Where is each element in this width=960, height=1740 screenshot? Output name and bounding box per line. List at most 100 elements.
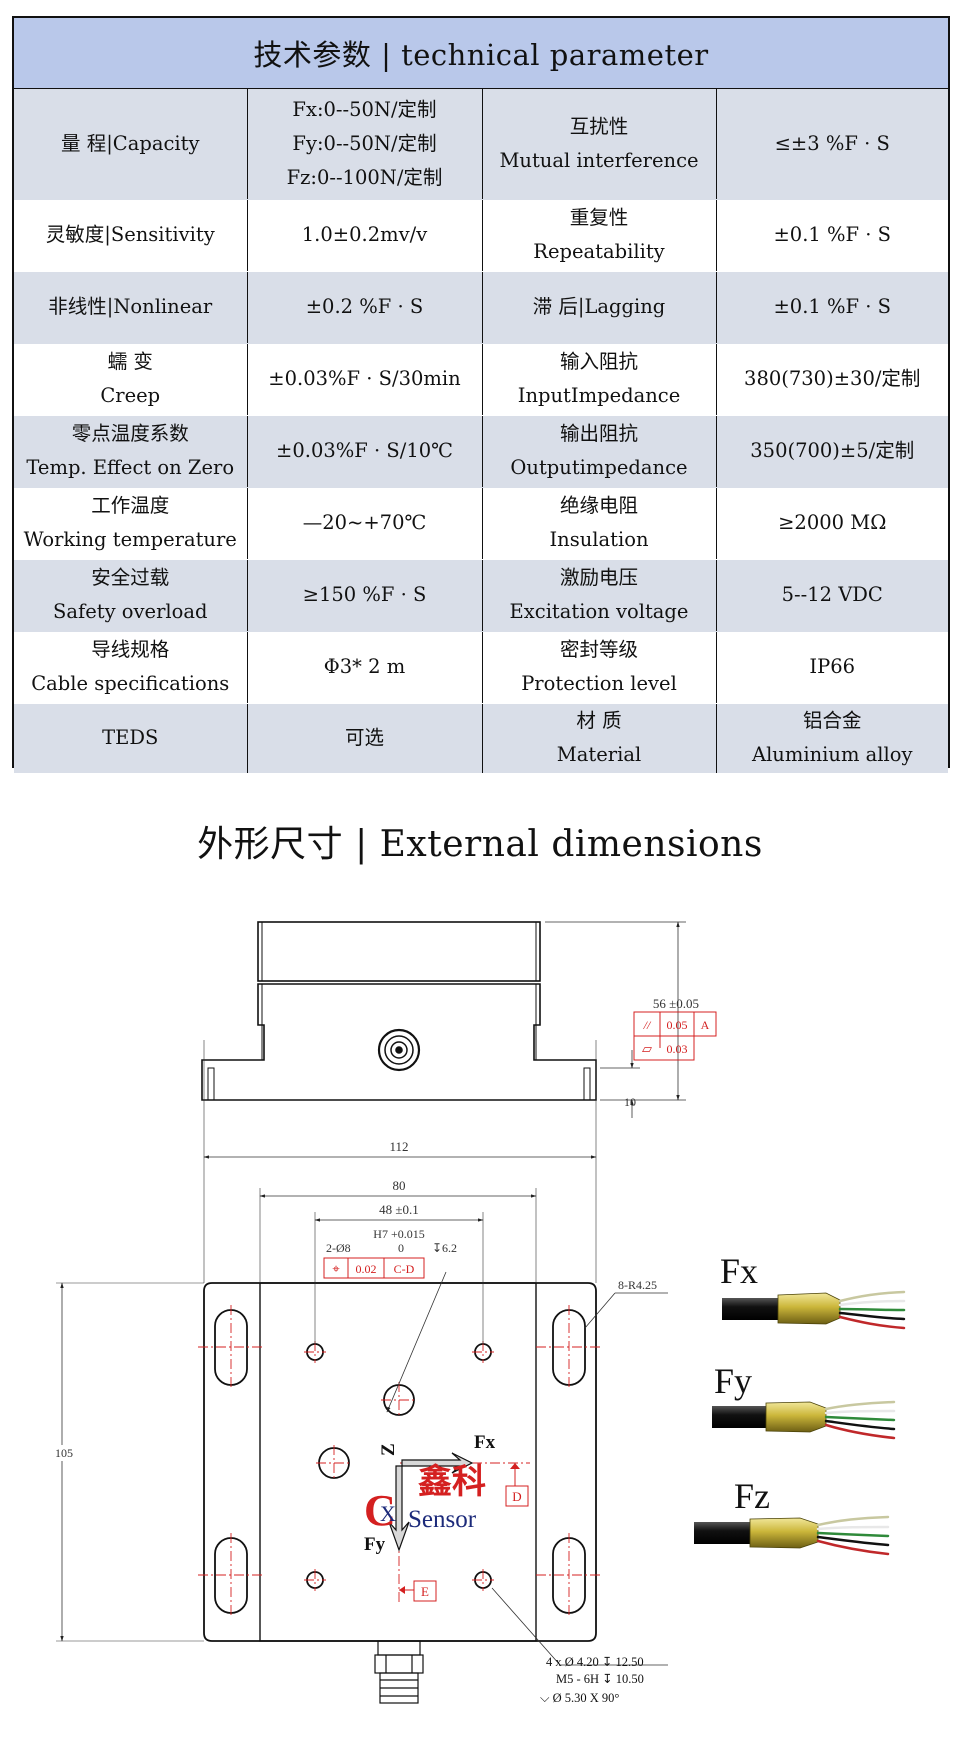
cell-text: IP66 (809, 655, 856, 678)
cell-text: 互扰性 (569, 114, 629, 138)
logo-x: X (380, 1501, 396, 1526)
plan-connector (374, 1640, 424, 1704)
table-cell: ≥2000 MΩ (716, 487, 948, 560)
cell-text: 密封等级 (559, 638, 638, 661)
table-cell: Φ3* 2 m (247, 631, 483, 704)
side-view-dimensions (545, 921, 686, 1118)
tol-parallel-ref: A (701, 1018, 710, 1032)
thread-callout-2: M5 - 6H ↧ 10.50 (556, 1672, 644, 1686)
table-cell: 非线性|Nonlinear (14, 271, 248, 344)
cable-fx: Fx (720, 1251, 906, 1330)
table-cell: 滞 后|Lagging (482, 271, 717, 344)
table-cell: 输出阻抗 Outputimpedance (482, 415, 717, 488)
cell-text: 灵敏度|Sensitivity (45, 223, 215, 246)
cell-text: Temp. Effect on Zero (26, 456, 235, 479)
cell-text: Repeatability (533, 240, 665, 263)
cell-text: Protection level (521, 672, 677, 695)
dim-height: 56 ±0.05 (653, 996, 699, 1011)
cell-text: 材 质 (576, 709, 622, 733)
cell-text: 5--12 VDC (781, 583, 883, 606)
dim-inner: 80 (393, 1178, 406, 1193)
axis-fx-label: Fx (474, 1432, 496, 1453)
axis-arrows (388, 1452, 474, 1552)
table-cell: 密封等级 Protection level (482, 631, 717, 704)
table-cell: 可选 (247, 703, 483, 773)
pin-tol-upper: H7 +0.015 (373, 1227, 424, 1241)
table-cell: 量 程|Capacity (14, 89, 248, 200)
plan-dimensions (56, 1040, 668, 1666)
axis-fy-label: Fy (364, 1534, 386, 1555)
side-view-top-plate (257, 921, 541, 982)
table-cell: 重复性 Repeatability (482, 199, 717, 272)
dimensions-title: 外形尺寸 | External dimensions (197, 824, 763, 865)
table-cell: ±0.2 %F · S (247, 271, 483, 344)
cell-text: 重复性 (569, 206, 629, 229)
pos-symbol: ⌖ (332, 1261, 340, 1276)
cable-fy-label: Fy (714, 1361, 752, 1401)
brand-logo: C X 鑫科 Sensor (364, 1463, 486, 1535)
cell-text: 铝合金 (802, 709, 862, 733)
table-cell: ±0.03%F · S/30min (247, 343, 483, 416)
table-row: 灵敏度|Sensitivity 1.0±0.2mv/v 重复性 Repeatabili… (14, 199, 948, 272)
cell-text: Cable specifications (31, 672, 230, 695)
cell-text: 工作温度 (91, 494, 170, 517)
table-cell: 零点温度系数 Temp. Effect on Zero (14, 415, 248, 488)
pin-holes: 2-Ø8 (326, 1241, 351, 1255)
cell-text: Safety overload (53, 600, 208, 623)
cell-text: Insulation (549, 528, 649, 551)
pin-tol-lower: 0 (398, 1241, 404, 1255)
position-frame (323, 1257, 425, 1279)
table-cell: 5--12 VDC (716, 559, 948, 632)
cell-text: Fy:0--50N/定制 (292, 131, 437, 155)
cell-text: 零点温度系数 (71, 422, 189, 445)
cell-text: 输入阻抗 (559, 350, 638, 373)
logo-cn: 鑫科 (418, 1463, 486, 1501)
tolerance-frame (633, 1011, 717, 1061)
cell-text: TEDS (102, 726, 159, 750)
cell-text: 1.0±0.2mv/v (301, 223, 428, 246)
cell-text: ±0.1 %F · S (773, 295, 892, 318)
side-view-body (201, 983, 597, 1101)
dim-radius: 8-R4.25 (618, 1278, 657, 1292)
pin-depth: ↧6.2 (432, 1241, 457, 1255)
plan-outline (203, 1282, 597, 1642)
cell-text: 输出阻抗 (559, 422, 638, 445)
cable-fz-label: Fz (734, 1476, 770, 1516)
table-cell: 380(730)±30/定制 (716, 343, 948, 416)
cell-text: 绝缘电阻 (559, 494, 638, 517)
cell-text: Φ3* 2 m (323, 655, 406, 678)
cell-text: ≥150 %F · S (302, 583, 427, 606)
table-cell: ±0.1 %F · S (716, 271, 948, 344)
connector (377, 1028, 421, 1072)
table-cell: 灵敏度|Sensitivity (14, 199, 248, 272)
logo-letter: C (364, 1486, 396, 1535)
tol-parallel-symbol: // (643, 1018, 652, 1032)
cell-text: 蠕 变 (107, 350, 153, 373)
dim-width: 112 (389, 1139, 408, 1154)
cell-text: Mutual interference (499, 148, 699, 172)
table-cell: IP66 (716, 631, 948, 704)
cell-text: InputImpedance (517, 384, 681, 407)
cell-text: 安全过载 (91, 566, 170, 589)
dim-height-plan-label: 105 (55, 1446, 73, 1460)
cell-text: Outputimpedance (510, 456, 688, 479)
table-cell: ≤±3 %F · S (716, 89, 948, 200)
axis-z-label: Z (378, 1443, 399, 1456)
cell-text: ±0.03%F · S/30min (268, 367, 461, 390)
cable-fx-label: Fx (720, 1251, 758, 1291)
table-cell: 1.0±0.2mv/v (247, 199, 483, 272)
thread-callout-1: 4 x Ø 4.20 ↧ 12.50 (546, 1655, 644, 1669)
